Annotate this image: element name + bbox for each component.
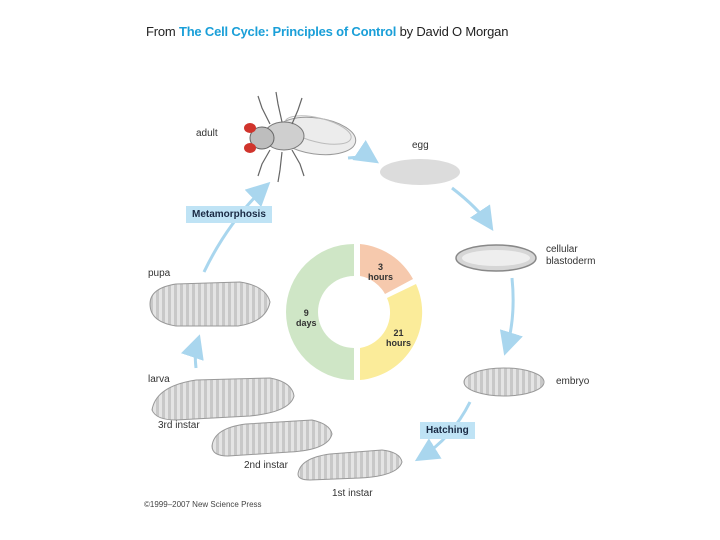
stage-label-pupa: pupa bbox=[148, 268, 171, 279]
duration-ring bbox=[286, 244, 423, 380]
stage-label-embryo: embryo bbox=[556, 376, 590, 387]
stage-label-adult: adult bbox=[196, 128, 218, 139]
segment-3-value: 3 bbox=[378, 262, 384, 272]
stage-label-blastoderm: blastoderm bbox=[546, 256, 596, 267]
stage-label-egg: egg bbox=[412, 140, 429, 151]
third-instar-larva bbox=[151, 377, 295, 421]
stage-label-1st-instar: 1st instar bbox=[332, 488, 373, 499]
first-instar-larva bbox=[297, 449, 403, 481]
figure-caption: From The Cell Cycle: Principles of Contr… bbox=[146, 24, 508, 39]
ring-segment-9-days bbox=[286, 244, 354, 380]
caption-book-title: The Cell Cycle: Principles of Control bbox=[178, 24, 397, 39]
segment-9-unit: days bbox=[296, 318, 317, 328]
ring-segment-3-hours bbox=[360, 244, 413, 294]
second-instar-larva bbox=[211, 419, 333, 457]
segment-9-value: 9 bbox=[303, 308, 309, 318]
caption-author: by David O Morgan bbox=[396, 24, 509, 39]
segment-label-21-hours: 21 hours bbox=[386, 328, 411, 348]
embryo-illustration bbox=[463, 367, 545, 397]
arrow-pupa-to-adult bbox=[202, 181, 271, 273]
egg-illustration bbox=[380, 159, 460, 185]
segment-21-value: 21 bbox=[393, 328, 404, 338]
arrow-blastoderm-to-embryo bbox=[499, 277, 523, 356]
blastoderm-illustration bbox=[455, 244, 537, 272]
caption-prefix: From bbox=[146, 24, 179, 39]
arrow-larva-to-pupa bbox=[180, 334, 204, 369]
stage-label-3rd-instar: 3rd instar bbox=[158, 420, 200, 431]
stage-label-larva: larva bbox=[148, 374, 170, 385]
segment-label-3-hours: 3 hours bbox=[368, 262, 393, 282]
ring-segment-21-hours bbox=[360, 284, 423, 380]
segment-3-unit: hours bbox=[368, 272, 394, 282]
segment-21-unit: hours bbox=[386, 338, 412, 348]
adult-fly-illustration bbox=[244, 91, 357, 183]
hatching-tag: Hatching bbox=[420, 422, 475, 439]
stage-label-2nd-instar: 2nd instar bbox=[244, 460, 288, 471]
metamorphosis-tag: Metamorphosis bbox=[186, 206, 272, 223]
stage-label-cellular: cellular bbox=[546, 244, 578, 255]
pupa-illustration bbox=[149, 281, 271, 327]
segment-label-9-days: 9 days bbox=[296, 308, 317, 328]
copyright-notice: ©1999–2007 New Science Press bbox=[144, 500, 262, 509]
arrow-adult-to-egg bbox=[347, 140, 379, 164]
arrow-egg-to-blastoderm bbox=[451, 186, 494, 231]
